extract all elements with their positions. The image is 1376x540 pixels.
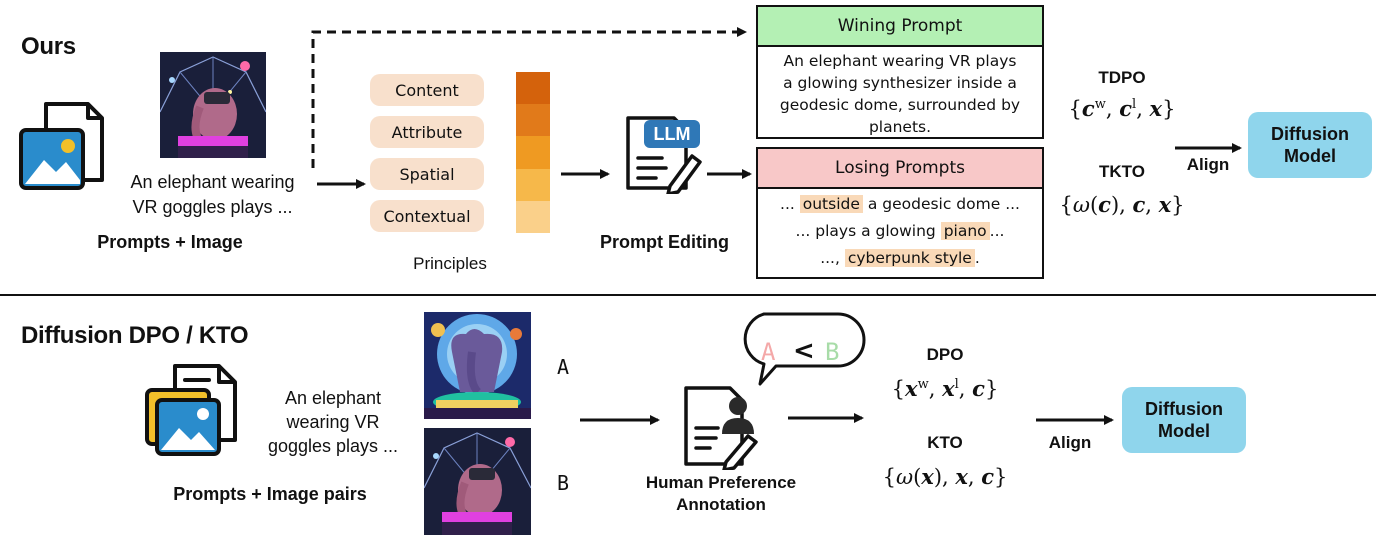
human-annotator-icon xyxy=(684,386,758,470)
losing-prompts-list: ... outside a geodesic dome ... ... play… xyxy=(758,189,1042,272)
annotation-caption-line-2: Annotation xyxy=(676,495,766,514)
bubble-a: A xyxy=(761,338,776,366)
label-b: B xyxy=(557,471,570,495)
dpo-formula: {xw, xl, c} xyxy=(891,376,999,401)
pairs-caption: Prompts + Image pairs xyxy=(173,484,367,504)
gradient-step-5 xyxy=(516,200,550,234)
prompt-image-pairs-icon xyxy=(145,364,237,456)
bubble-less-than: < xyxy=(793,336,815,366)
generated-image-ours xyxy=(160,52,266,158)
baseline-prompt-line-1: An elephant xyxy=(284,388,382,408)
diffusion-model-ours: Diffusion Model xyxy=(1248,112,1372,178)
baseline-prompt-line-2: wearing VR xyxy=(286,412,380,432)
baseline-prompt-line-3: goggles plays ... xyxy=(267,436,399,456)
principle-gradient-bar xyxy=(516,72,550,234)
winning-line-2: a glowing synthesizer inside a xyxy=(783,74,1017,92)
tkto-formula: {ω(c), c, x} xyxy=(1059,192,1185,217)
ours-prompt-text: An elephant wearing VR goggles plays ... xyxy=(110,170,315,220)
losing-prompts-title: Losing Prompts xyxy=(758,149,1042,189)
generated-image-a xyxy=(424,312,531,419)
prompt-editing-caption: Prompt Editing xyxy=(600,232,729,252)
diffusion-model-baseline: Diffusion Model xyxy=(1122,387,1246,453)
label-a: A xyxy=(557,355,570,379)
winning-prompt-text: An elephant wearing VR plays a glowing s… xyxy=(758,47,1042,138)
prompt-image-icon xyxy=(19,102,104,190)
dpo-label: DPO xyxy=(926,345,964,364)
ours-prompt-line-2: VR goggles plays ... xyxy=(132,197,293,217)
bubble-b: B xyxy=(825,338,840,366)
ours-prompt-line-1: An elephant wearing xyxy=(130,172,295,192)
winning-line-1: An elephant wearing VR plays xyxy=(783,52,1017,70)
generated-image-b xyxy=(424,428,531,535)
ours-title: Ours xyxy=(21,33,76,60)
losing-line-2-pre: ... plays a glowing xyxy=(795,222,941,240)
principle-contextual: Contextual xyxy=(370,200,484,232)
gradient-step-4 xyxy=(516,168,550,201)
baseline-title: Diffusion DPO / KTO xyxy=(21,322,249,349)
losing-line-3-pre: ..., xyxy=(820,249,845,267)
winning-line-3: geodesic dome, surrounded by xyxy=(779,96,1021,114)
losing-line-2: ... plays a glowing piano... xyxy=(758,218,1042,245)
diffusion-model-ours-line-2: Model xyxy=(1284,146,1336,166)
losing-prompts-box: Losing Prompts ... outside a geodesic do… xyxy=(756,147,1044,279)
llm-document-icon xyxy=(626,116,702,194)
section-divider xyxy=(0,294,1376,296)
diffusion-model-ours-line-1: Diffusion xyxy=(1271,124,1349,144)
llm-label: LLM xyxy=(653,123,691,144)
diffusion-model-baseline-line-2: Model xyxy=(1158,421,1210,441)
losing-line-1-pre: ... xyxy=(780,195,800,213)
kto-formula: {ω(x), x, c} xyxy=(882,464,1008,489)
principle-spatial: Spatial xyxy=(370,158,484,190)
dashed-arrow xyxy=(311,27,747,168)
annotation-caption: Human Preference Annotation xyxy=(626,472,816,516)
losing-line-1-highlight: outside xyxy=(799,195,863,213)
principle-content: Content xyxy=(370,74,484,106)
tkto-label: TKTO xyxy=(1099,162,1145,181)
gradient-step-3 xyxy=(516,136,550,169)
gradient-step-2 xyxy=(516,104,550,137)
losing-line-3-highlight: cyberpunk style xyxy=(844,249,975,267)
tdpo-formula: {cw, cl, x} xyxy=(1068,96,1176,121)
losing-line-2-post: ... xyxy=(989,222,1005,240)
align-label-ours: Align xyxy=(1186,155,1230,174)
principles-caption: Principles xyxy=(413,254,487,273)
losing-line-1-post: a geodesic dome ... xyxy=(862,195,1020,213)
ours-prompts-caption: Prompts + Image xyxy=(97,232,243,252)
losing-line-2-highlight: piano xyxy=(940,222,990,240)
diffusion-model-baseline-line-1: Diffusion xyxy=(1145,399,1223,419)
kto-label: KTO xyxy=(927,433,963,452)
ours-arrows xyxy=(311,27,1242,189)
align-label-baseline: Align xyxy=(1048,433,1092,452)
baseline-prompt-text: An elephant wearing VR goggles plays ... xyxy=(258,386,408,458)
winning-line-4: planets. xyxy=(868,118,932,136)
losing-line-3-post: . xyxy=(974,249,980,267)
winning-prompt-box: Wining Prompt An elephant wearing VR pla… xyxy=(756,5,1044,139)
baseline-arrows xyxy=(580,413,1114,425)
tdpo-label: TDPO xyxy=(1098,68,1146,87)
principle-attribute: Attribute xyxy=(370,116,484,148)
preference-speech-bubble xyxy=(743,312,866,386)
winning-prompt-title: Wining Prompt xyxy=(758,7,1042,47)
annotation-caption-line-1: Human Preference xyxy=(645,473,797,492)
losing-line-3: ..., cyberpunk style. xyxy=(758,245,1042,272)
losing-line-1: ... outside a geodesic dome ... xyxy=(758,191,1042,218)
gradient-step-1 xyxy=(516,72,550,105)
